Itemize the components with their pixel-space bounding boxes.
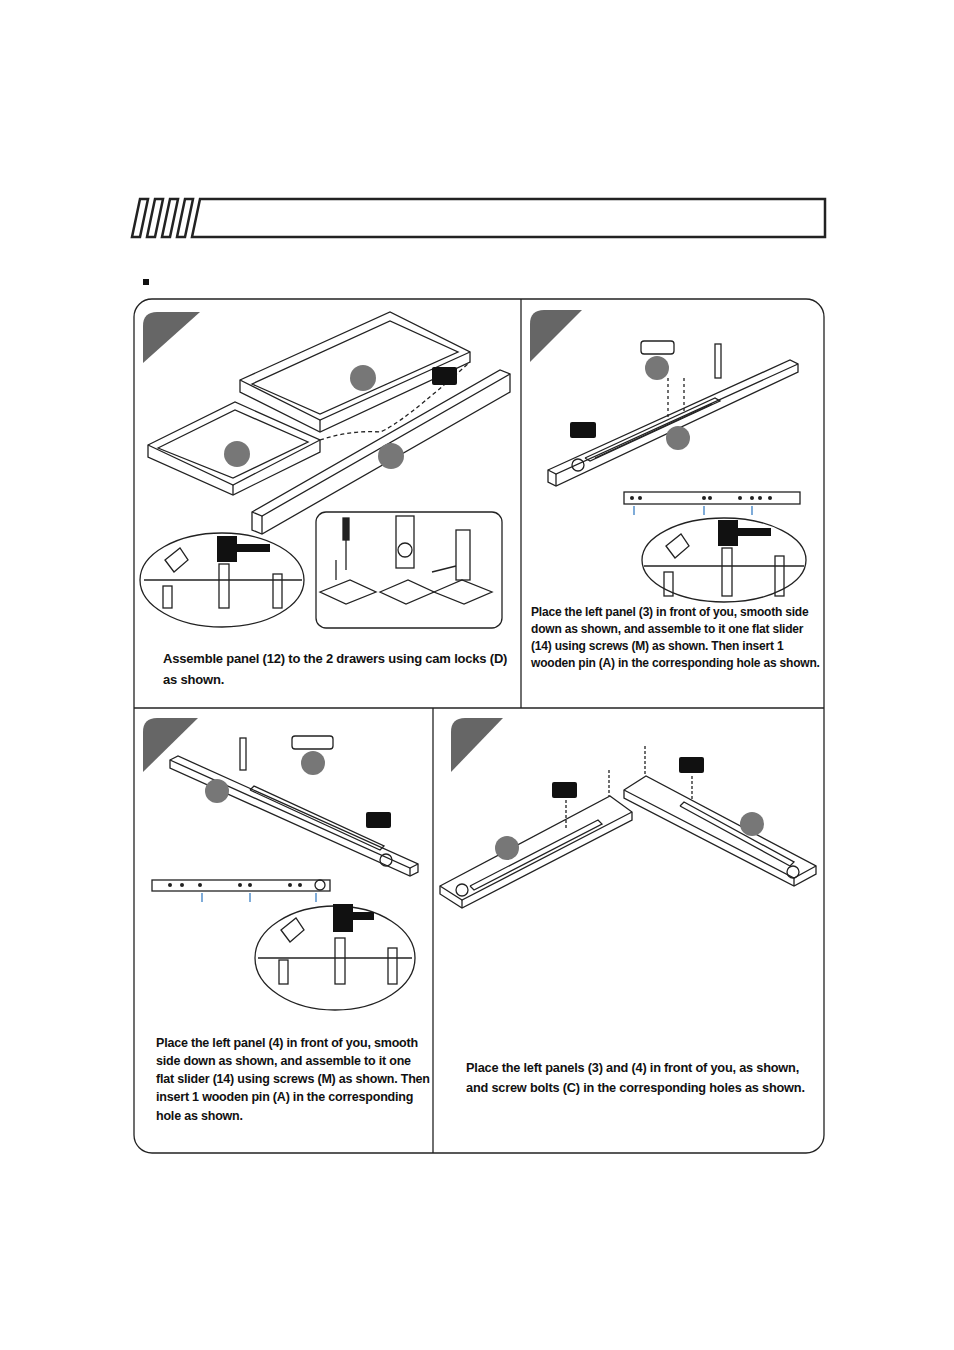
step-panel: Place the left panel (3) in front of you… xyxy=(521,299,824,708)
instruction-text: Place the left panel (4) in front of you… xyxy=(156,1034,430,1125)
instruction-text: Place the left panels (3) and (4) in fro… xyxy=(466,1058,811,1099)
bullet xyxy=(143,279,149,285)
panel-illustration xyxy=(548,341,806,602)
step-panel: Place the left panel (4) in front of you… xyxy=(134,708,433,1152)
panel-illustration xyxy=(152,736,418,1010)
panel-illustration xyxy=(440,746,816,908)
instruction-text: Assemble panel (12) to the 2 drawers usi… xyxy=(163,649,508,691)
step-panel: Assemble panel (12) to the 2 drawers usi… xyxy=(134,299,521,708)
panel-frame xyxy=(134,299,824,1153)
step-panel: Place the left panels (3) and (4) in fro… xyxy=(433,708,824,1152)
instruction-text: Place the left panel (3) in front of you… xyxy=(531,604,821,672)
header-bar xyxy=(132,199,825,237)
drawer-illustration xyxy=(140,312,510,628)
